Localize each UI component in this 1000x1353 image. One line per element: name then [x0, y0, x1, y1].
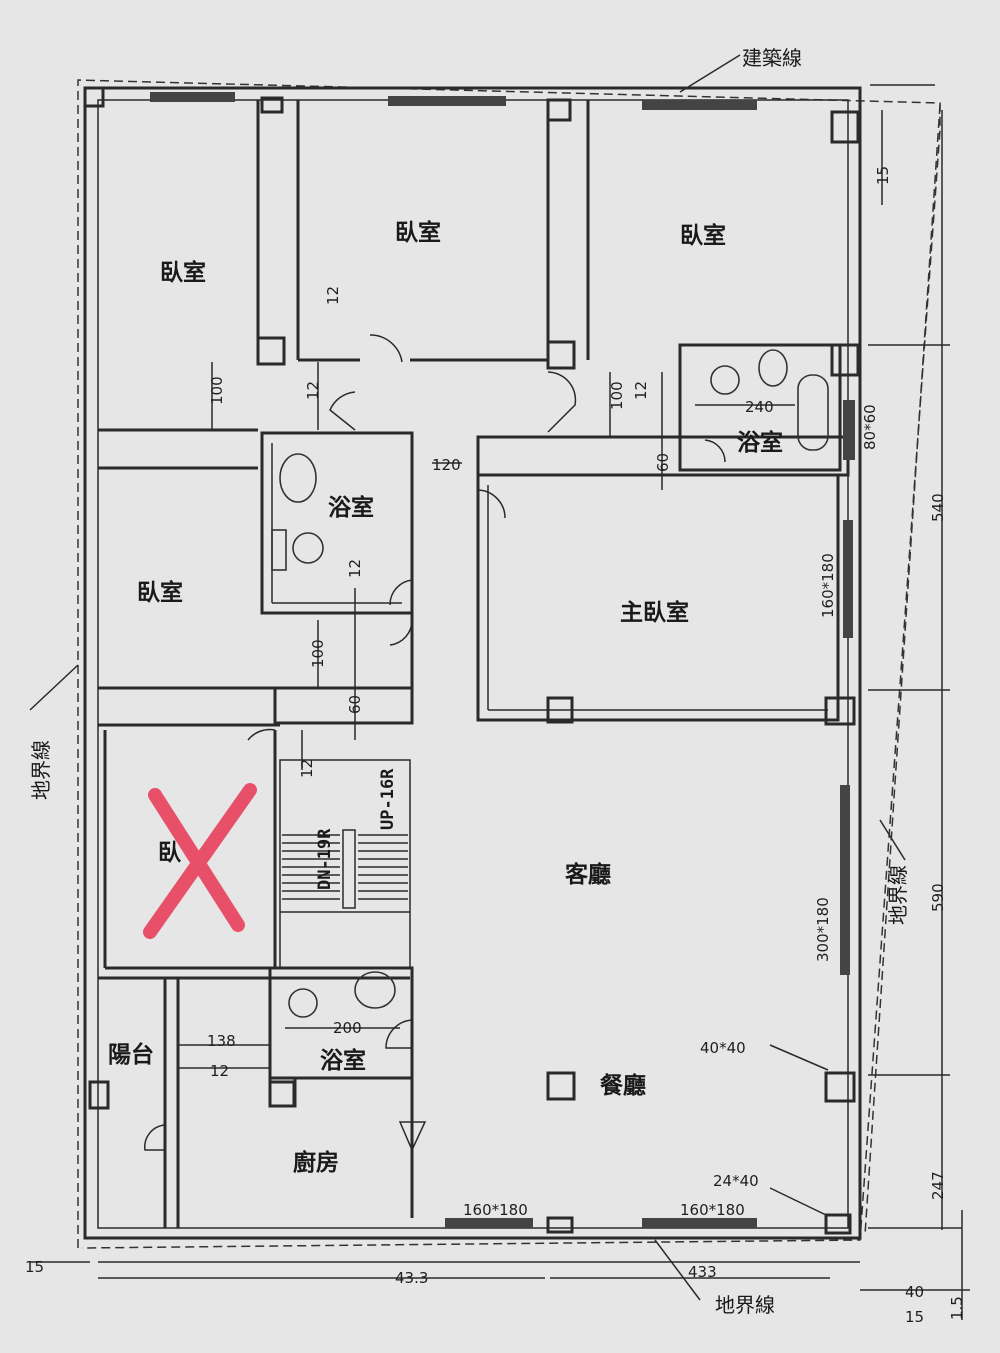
- dimension-label: 24*40: [713, 1172, 759, 1190]
- dimension-label: 160*180: [680, 1201, 745, 1219]
- toilet-icon: [279, 453, 317, 503]
- stair-down-label: DN-19R: [315, 828, 335, 890]
- dimension-label: 80*60: [861, 404, 879, 450]
- room-bath-label: 浴室: [328, 494, 374, 521]
- dimension-label: 120: [432, 456, 461, 474]
- dimension-label: 60: [346, 695, 364, 714]
- dimension-label: 15: [874, 166, 892, 185]
- dimension-label: 40: [905, 1283, 924, 1301]
- room-bedroom-label: 臥室: [137, 579, 183, 606]
- room-master-bedroom-label: 主臥室: [620, 599, 689, 626]
- dimension-label: 540: [929, 493, 947, 522]
- dimension-labels: 12 100 12 100 12 60 12 100 60 12 80*60 1…: [25, 166, 966, 1326]
- room-labels: 臥室 臥室 臥室 臥室 臥 主臥室 浴室 浴室 浴室 客廳 餐廳 廚房 陽台: [108, 219, 783, 1176]
- dimension-label: 12: [324, 286, 342, 305]
- toilet-icon: [288, 988, 318, 1018]
- boundary-line-label: 地界線: [29, 740, 53, 800]
- dimension-label: 300*180: [814, 897, 832, 962]
- dimension-label: 12: [304, 381, 322, 400]
- room-balcony-label: 陽台: [108, 1041, 154, 1068]
- dimension-lines: [29, 110, 970, 1320]
- room-bedroom-crossed-label: 臥: [158, 840, 182, 866]
- boundary-lines: [77, 54, 941, 1249]
- room-bath-label: 浴室: [737, 429, 783, 456]
- doors: [144, 334, 726, 1152]
- boundary-line-label: 地界線: [715, 1293, 775, 1317]
- room-living-label: 客廳: [565, 861, 611, 888]
- dimension-label: 160*180: [463, 1201, 528, 1219]
- dimension-label: 1.5: [948, 1296, 966, 1320]
- dimension-label: 590: [929, 883, 947, 912]
- dimension-label: 60: [654, 453, 672, 472]
- dimension-label: 15: [25, 1258, 44, 1276]
- dimension-label: 160*180: [819, 553, 837, 618]
- dimension-label: 15: [905, 1308, 924, 1326]
- boundary-line-label: 地界線: [886, 865, 910, 925]
- dimension-label: 138: [207, 1032, 236, 1050]
- stair-up-label: UP-16R: [378, 768, 398, 830]
- building-line-label: 建築線: [742, 46, 802, 70]
- cross-out-mark: [143, 783, 257, 939]
- room-kitchen-label: 廚房: [293, 1149, 339, 1176]
- dimension-label: 43.3: [395, 1269, 428, 1287]
- dimension-label: 200: [333, 1019, 362, 1037]
- dimension-label: 247: [929, 1171, 947, 1200]
- dimension-label: 12: [210, 1062, 229, 1080]
- interior-walls: [98, 100, 850, 1228]
- dimension-label: 100: [208, 376, 226, 405]
- toilet-icon: [710, 365, 740, 395]
- dimension-label: 100: [608, 381, 626, 410]
- room-dining-label: 餐廳: [600, 1072, 646, 1099]
- stairs: [282, 829, 408, 909]
- dimension-label: 100: [309, 639, 327, 668]
- dimension-label: 12: [632, 381, 650, 400]
- dimension-label: 240: [745, 398, 774, 416]
- room-bath-label: 浴室: [320, 1047, 366, 1074]
- dimension-label: 12: [298, 759, 316, 778]
- room-bedroom-label: 臥室: [395, 219, 441, 246]
- dimension-label: 433: [688, 1263, 717, 1281]
- fixtures: [271, 349, 829, 1018]
- dimension-label: 40*40: [700, 1039, 746, 1057]
- room-bedroom-label: 臥室: [160, 259, 206, 286]
- columns: [83, 86, 860, 1235]
- dimension-label: 12: [346, 559, 364, 578]
- room-bedroom-label: 臥室: [680, 222, 726, 249]
- windows: [150, 92, 855, 1228]
